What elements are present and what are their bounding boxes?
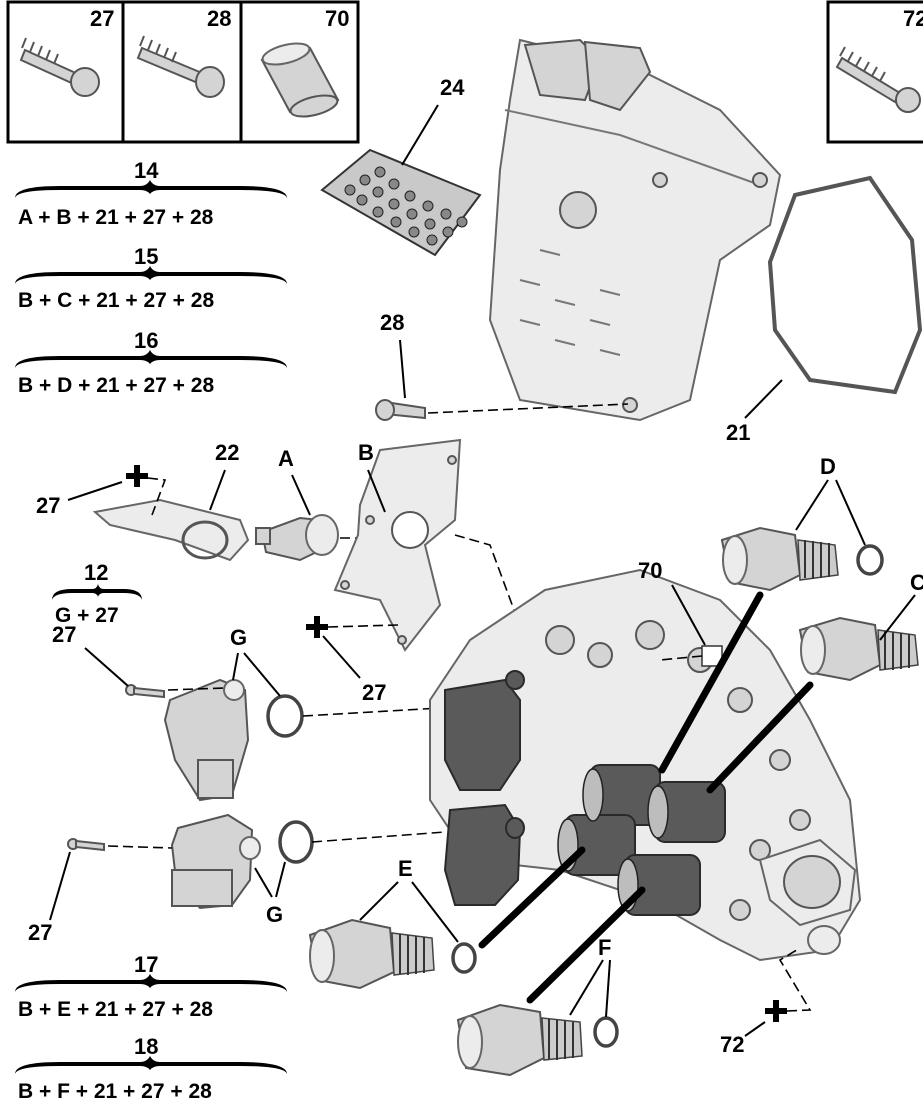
kit-12: 12 G + 27 <box>52 560 142 627</box>
callout-d: D <box>820 454 836 479</box>
screw-icon <box>19 37 100 97</box>
clip-22: 22 <box>92 440 250 562</box>
parts-box-label: 28 <box>207 6 231 31</box>
kit-16: 16 B + D + 21 + 27 + 28 <box>15 328 287 397</box>
kit-number: 14 <box>134 158 159 183</box>
sleeve-70: 70 <box>638 558 723 667</box>
plus-icon <box>765 1000 787 1022</box>
callout-21: 21 <box>726 420 750 445</box>
solenoid-f: F <box>456 886 646 1077</box>
self-tapping-screw-icon <box>835 46 921 113</box>
plate-b: B <box>333 438 589 811</box>
kit-number: 12 <box>84 560 108 585</box>
solenoid-c: C <box>706 570 923 794</box>
kit-formula: B + D + 21 + 27 + 28 <box>18 374 214 397</box>
control-unit-housing <box>488 38 782 422</box>
sensor-g-lower: 27 G <box>28 813 446 945</box>
callout-24: 24 <box>440 75 465 100</box>
callout-b: B <box>358 440 374 465</box>
gasket-21: 21 <box>726 175 923 445</box>
screw-icon <box>136 35 225 98</box>
kit-15: 15 B + C + 21 + 27 + 28 <box>15 244 287 312</box>
plus-icon <box>306 616 328 638</box>
callout-27: 27 <box>52 622 76 647</box>
screw-72: 72 <box>720 947 812 1057</box>
kit-17: 17 B + E + 21 + 27 + 28 <box>15 952 287 1021</box>
kit-formula: B + F + 21 + 27 + 28 <box>18 1080 212 1103</box>
parts-box-72: 72 <box>826 0 923 144</box>
callout-g: G <box>230 625 247 650</box>
callout-72: 72 <box>720 1032 744 1057</box>
callout-e: E <box>398 856 413 881</box>
solenoid-e: E <box>308 846 586 990</box>
callout-27: 27 <box>28 920 52 945</box>
parts-box-28: 28 <box>121 0 243 144</box>
parts-box-70: 70 <box>239 0 360 144</box>
kit-formula: B + E + 21 + 27 + 28 <box>18 998 213 1021</box>
solenoid-d: D <box>658 454 884 774</box>
callout-g: G <box>266 902 283 927</box>
kit-number: 16 <box>134 328 158 353</box>
callout-f: F <box>598 935 611 960</box>
screw-27-top: 27 <box>36 465 167 518</box>
callout-22: 22 <box>215 440 239 465</box>
callout-c: C <box>910 570 923 595</box>
screw-28: 28 <box>375 310 629 421</box>
screw-27-plate: 27 <box>306 616 399 705</box>
sleeve-icon <box>260 42 340 118</box>
solenoid-a: A <box>255 446 390 562</box>
kit-number: 15 <box>134 244 158 269</box>
kit-number: 17 <box>134 952 158 977</box>
plus-icon <box>126 465 148 487</box>
callout-27: 27 <box>362 680 386 705</box>
callout-27: 27 <box>36 493 60 518</box>
parts-box-27: 27 <box>6 0 125 144</box>
parts-box-label: 27 <box>90 6 114 31</box>
kit-18: 18 B + F + 21 + 27 + 28 <box>15 1034 287 1103</box>
callout-a: A <box>278 446 294 471</box>
parts-box-label: 70 <box>325 6 349 31</box>
kit-number: 18 <box>134 1034 158 1059</box>
kit-formula: G + 27 <box>55 604 119 627</box>
kit-14: 14 A + B + 21 + 27 + 28 <box>15 158 287 229</box>
kit-formula: B + C + 21 + 27 + 28 <box>18 289 214 312</box>
seal-kit-24: 24 <box>320 75 482 257</box>
kit-formula: A + B + 21 + 27 + 28 <box>18 206 214 229</box>
callout-70: 70 <box>638 558 662 583</box>
parts-box-label: 72 <box>903 6 923 31</box>
sensor-g-upper: 27 G <box>52 622 441 802</box>
callout-28: 28 <box>380 310 404 335</box>
hydraulic-block <box>429 568 862 962</box>
